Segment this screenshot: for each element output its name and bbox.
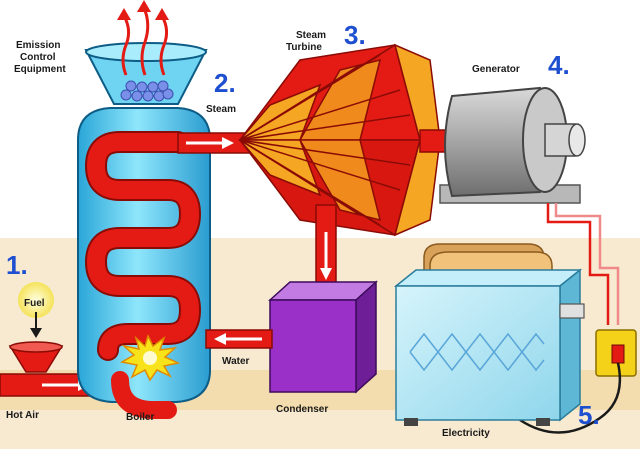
toaster — [393, 243, 585, 426]
label-generator: Generator — [472, 64, 520, 75]
fuel-glow — [18, 282, 54, 318]
steam-turbine — [238, 43, 441, 237]
water-arrow — [214, 333, 262, 345]
filter-balls — [120, 80, 174, 102]
label-hot-air: Hot Air — [6, 410, 39, 421]
label-boiler: Boiler — [126, 412, 154, 423]
flame-core — [143, 351, 157, 365]
steam-arrow — [186, 137, 234, 149]
emission-arrows — [121, 7, 169, 76]
toaster-foot-left — [404, 418, 418, 426]
electric-wires — [546, 203, 620, 325]
label-steam-turbine-2: Turbine — [286, 42, 322, 53]
label-condenser: Condenser — [276, 404, 328, 415]
label-electricity: Electricity — [442, 428, 490, 439]
step-number-1: 1. — [6, 250, 28, 280]
boiler-outlet-pipe — [111, 371, 177, 419]
label-water: Water — [222, 356, 250, 367]
fuel-arrowhead — [30, 328, 42, 338]
label-steam: Steam — [206, 104, 236, 115]
step-number-3: 3. — [344, 20, 366, 50]
funnel-rim — [85, 42, 207, 62]
condenser-feed-arrow — [320, 232, 332, 280]
label-steam-turbine-1: Steam — [296, 30, 326, 41]
heating-coils — [409, 332, 545, 372]
step-number-4: 4. — [548, 50, 570, 80]
step-number-5: 5. — [578, 400, 600, 430]
label-emission-1: Emission — [16, 40, 60, 51]
boiler-coil — [87, 133, 199, 359]
label-fuel: Fuel — [24, 298, 45, 309]
toaster-cord — [519, 362, 622, 434]
label-emission-3: Equipment — [14, 64, 66, 75]
toaster-lever — [559, 303, 585, 319]
condenser — [268, 280, 378, 394]
step-number-2: 2. — [214, 68, 236, 98]
toaster-body — [395, 285, 561, 421]
emission-arrowheads — [117, 0, 169, 20]
fuel-funnel-rim — [9, 341, 63, 353]
toaster-foot-right — [536, 418, 550, 426]
outlet-plug — [611, 344, 625, 364]
generator-hub-cap — [568, 123, 586, 157]
label-emission-2: Control — [20, 52, 56, 63]
